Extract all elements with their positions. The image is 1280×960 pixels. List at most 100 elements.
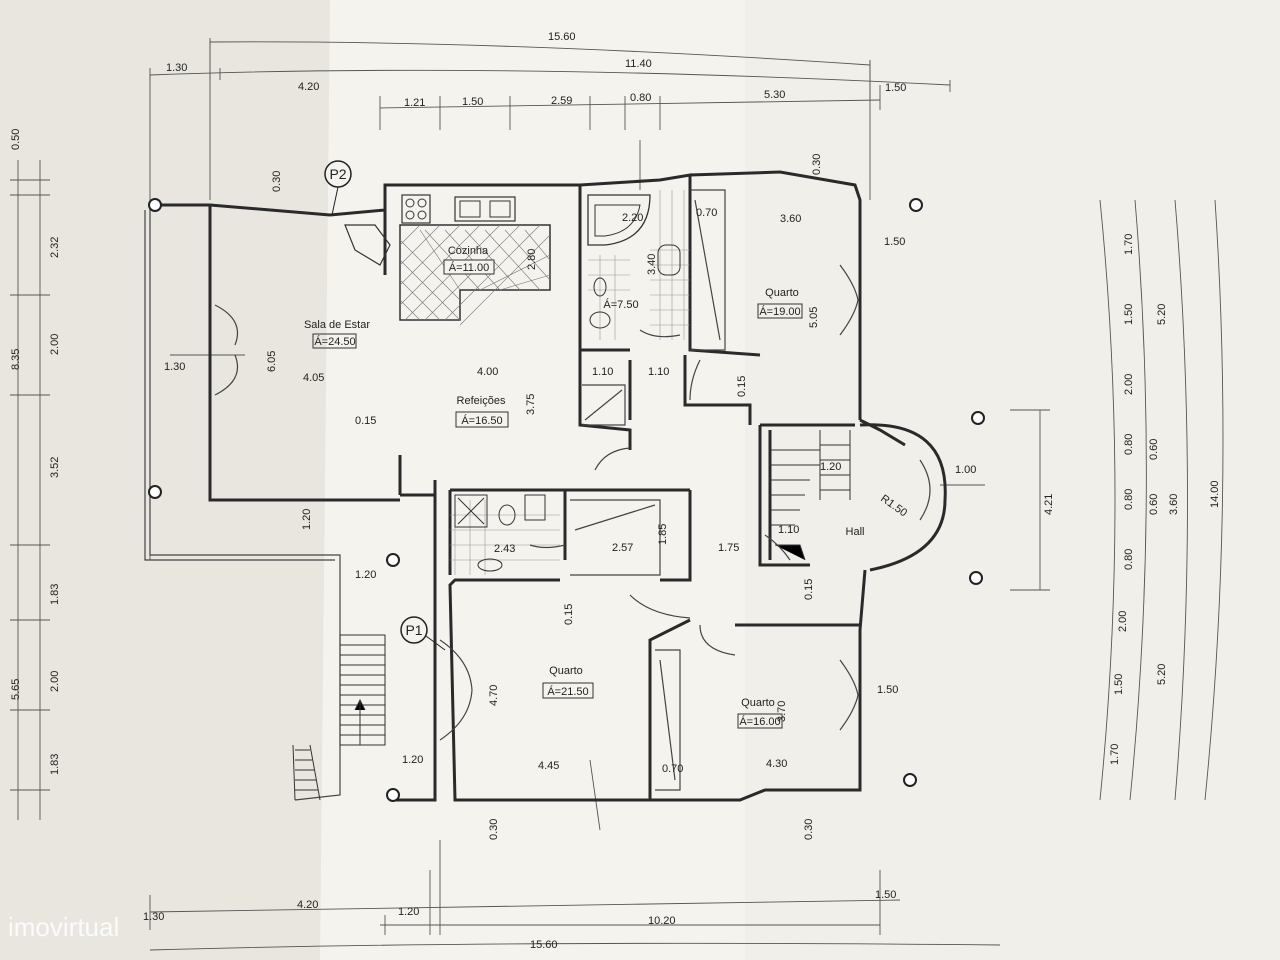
dim-right-060b: 0.60 xyxy=(1148,494,1160,515)
dim-in-030c: 0.30 xyxy=(488,819,500,840)
dim-left-050: 0.50 xyxy=(10,129,22,150)
dim-top-080: 0.80 xyxy=(630,92,651,104)
dim-in-185: 1.85 xyxy=(657,524,669,545)
paper-sheet-right xyxy=(745,0,1280,960)
dim-bot-420: 4.20 xyxy=(297,899,318,911)
dim-in-445: 4.45 xyxy=(538,760,559,772)
dim-in-120d: 1.20 xyxy=(402,754,423,766)
dim-top-121: 1.21 xyxy=(404,97,425,109)
dim-in-015a: 0.15 xyxy=(736,376,748,397)
dim-in-110a: 1.10 xyxy=(592,366,613,378)
dim-left-200: 2.00 xyxy=(49,334,61,355)
dim-right-360: 3.60 xyxy=(1168,494,1180,515)
fixtures xyxy=(214,189,931,801)
walls xyxy=(144,170,985,802)
dim-in-430: 4.30 xyxy=(766,758,787,770)
dim-bot-total: 15.60 xyxy=(530,939,558,951)
dim-in-015b: 0.15 xyxy=(355,415,376,427)
dim-in-370: 3.70 xyxy=(776,701,788,722)
dim-in-150a: 1.50 xyxy=(884,236,905,248)
dim-in-015d: 0.15 xyxy=(563,604,575,625)
dim-top-1140: 11.40 xyxy=(625,58,652,70)
dim-right-080c: 0.80 xyxy=(1123,549,1135,570)
dim-right-080a: 0.80 xyxy=(1123,434,1135,455)
area-quarto-2: Á=21.50 xyxy=(547,685,588,698)
room-label-hall: Hall xyxy=(846,526,865,538)
dim-in-030a: 0.30 xyxy=(271,171,283,192)
dim-in-605: 6.05 xyxy=(266,351,278,372)
dim-in-150b: 1.50 xyxy=(877,684,898,696)
dim-top-150: 1.50 xyxy=(462,96,483,108)
dim-left-183b: 1.83 xyxy=(49,754,61,775)
dim-top-130: 1.30 xyxy=(166,62,187,74)
room-label-sala: Sala de Estar xyxy=(304,319,370,331)
dim-in-120a: 1.20 xyxy=(301,509,313,530)
dim-left-183a: 1.83 xyxy=(49,584,61,605)
dim-right-170b: 1.70 xyxy=(1109,744,1121,765)
dim-in-030b: 0.30 xyxy=(811,154,823,175)
dim-in-110b: 1.10 xyxy=(648,366,669,378)
room-label-quarto-2: Quarto xyxy=(549,665,583,677)
dim-right-150a: 1.50 xyxy=(1123,304,1135,325)
area-cozinha: Á=11.00 xyxy=(449,261,489,274)
dimension-labels: 15.60 1.30 4.20 11.40 1.21 1.50 2.59 0.8… xyxy=(10,31,1221,951)
dim-bot-150: 1.50 xyxy=(875,889,896,901)
area-quarto-1: Á=19.00 xyxy=(759,305,800,318)
dim-top-259: 2.59 xyxy=(551,95,572,107)
marker-p1 xyxy=(400,616,428,644)
dim-in-070b: 0.70 xyxy=(662,763,683,775)
dim-in-360: 3.60 xyxy=(780,213,801,225)
dim-right-520a: 5.20 xyxy=(1156,304,1168,325)
area-refeicoes: Á=16.50 xyxy=(461,414,502,427)
section-markers: P2 P1 xyxy=(324,160,446,651)
dim-in-405: 4.05 xyxy=(303,372,324,384)
dim-in-030d: 0.30 xyxy=(803,819,815,840)
dim-right-080b: 0.80 xyxy=(1123,489,1135,510)
room-labels: Sala de Estar Á=24.50 Cozinha Á=11.00 Re… xyxy=(304,245,865,729)
dim-right-1400: 14.00 xyxy=(1209,480,1221,508)
area-quarto-3: Á=16.00 xyxy=(739,715,780,728)
dim-right-060a: 0.60 xyxy=(1148,439,1160,460)
dim-in-375: 3.75 xyxy=(525,394,537,415)
dim-in-100: 1.00 xyxy=(955,464,976,476)
dim-left-565: 5.65 xyxy=(10,679,22,700)
area-wc: Á=7.50 xyxy=(603,298,638,311)
dim-top-420: 4.20 xyxy=(298,81,319,93)
dim-in-243: 2.43 xyxy=(494,543,515,555)
room-label-refeicoes: Refeições xyxy=(457,395,506,407)
dim-in-015c: 0.15 xyxy=(803,579,815,600)
dim-in-070a: 0.70 xyxy=(696,207,717,219)
dim-in-505: 5.05 xyxy=(808,307,820,328)
dim-left-352: 3.52 xyxy=(49,457,61,478)
paper-fold-center xyxy=(320,0,745,960)
room-label-cozinha: Cozinha xyxy=(448,245,489,257)
watermark: imovirtual xyxy=(8,912,119,942)
dim-right-170a: 1.70 xyxy=(1123,234,1135,255)
dim-in-120b: 1.20 xyxy=(355,569,376,581)
dim-top-530: 5.30 xyxy=(764,89,785,101)
room-label-quarto-1: Quarto xyxy=(765,287,799,299)
dim-top-150b: 1.50 xyxy=(885,82,906,94)
dim-in-340: 3.40 xyxy=(646,254,658,275)
dim-right-150b: 1.50 xyxy=(1113,674,1125,695)
dim-in-110c: 1.10 xyxy=(778,524,799,536)
dim-in-120c: 1.20 xyxy=(820,461,841,473)
marker-p2-label: P2 xyxy=(329,166,346,182)
dim-in-130: 1.30 xyxy=(164,361,185,373)
dim-bot-1020: 10.20 xyxy=(648,915,676,927)
dim-in-400: 4.00 xyxy=(477,366,498,378)
dim-right-520b: 5.20 xyxy=(1156,664,1168,685)
area-sala: Á=24.50 xyxy=(314,335,355,348)
dim-in-220: 2.20 xyxy=(622,212,643,224)
dim-right-200a: 2.00 xyxy=(1123,374,1135,395)
dim-in-257: 2.57 xyxy=(612,542,633,554)
dim-left-232: 2.32 xyxy=(49,237,61,258)
dim-bot-130: 1.30 xyxy=(143,911,164,923)
dim-right-200b: 2.00 xyxy=(1117,611,1129,632)
dim-in-280: 2.80 xyxy=(526,249,538,270)
marker-p1-label: P1 xyxy=(405,622,422,638)
dim-top-total: 15.60 xyxy=(548,31,576,43)
room-label-quarto-3: Quarto xyxy=(741,697,775,709)
dim-left-200b: 2.00 xyxy=(49,671,61,692)
